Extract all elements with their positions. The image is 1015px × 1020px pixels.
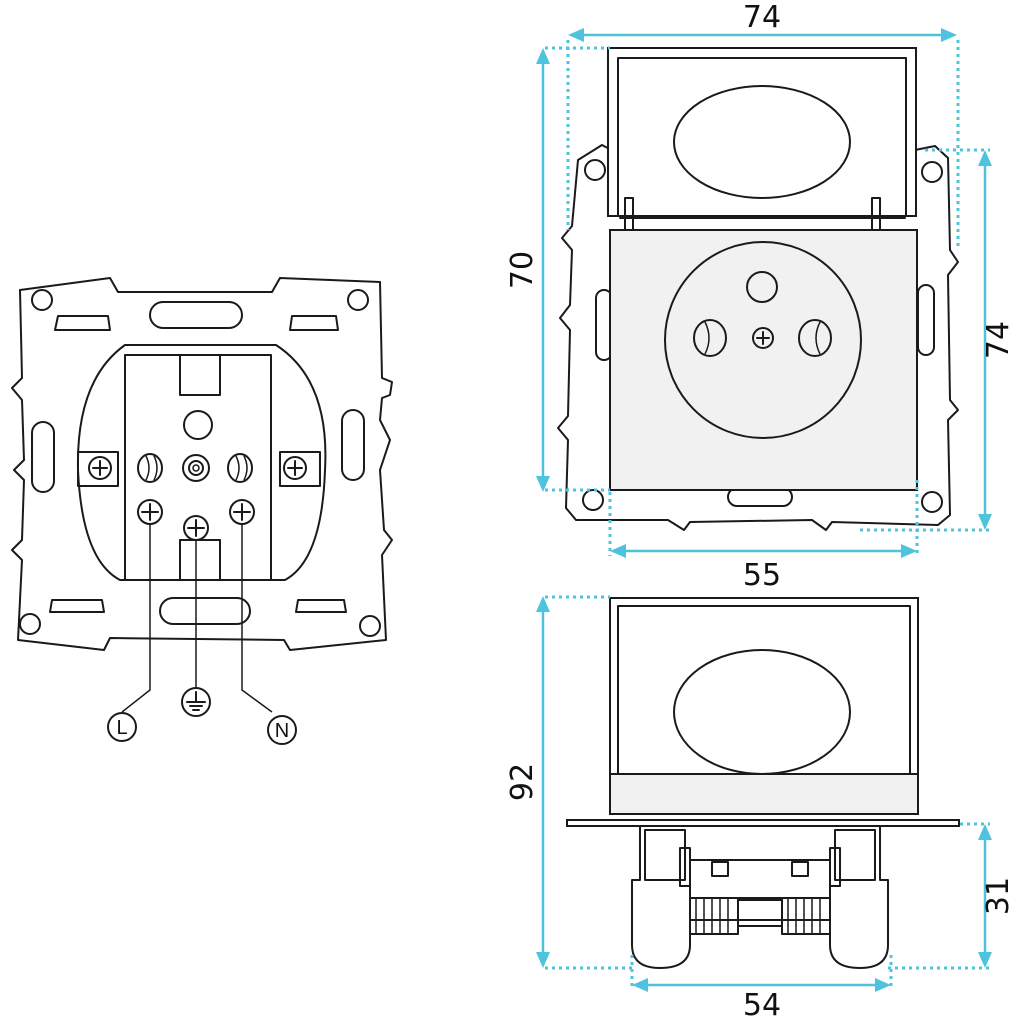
earth-pin	[746, 271, 778, 303]
earth-ground-icon	[181, 687, 211, 717]
open-lid	[607, 47, 917, 217]
side-bracket	[279, 451, 321, 487]
line-terminal-label: L	[116, 717, 127, 739]
dim-base-width-label: 54	[743, 988, 781, 1020]
mechanism-body	[631, 825, 889, 969]
wiring-back-view: L N	[11, 277, 393, 745]
pin-hole	[183, 410, 213, 440]
terminal-screw-right	[781, 897, 831, 935]
frame-hole	[582, 489, 604, 511]
frame-slot	[295, 599, 347, 613]
frame-hole	[584, 159, 606, 181]
dim-top-height-label: 70	[505, 251, 540, 289]
lid-window	[673, 85, 851, 199]
frame-hole	[347, 289, 369, 311]
mounting-frame	[11, 277, 393, 651]
inner-block	[124, 354, 272, 581]
line-wire	[121, 524, 151, 713]
frame-oval-slot	[149, 301, 243, 329]
neutral-terminal-label: N	[275, 720, 289, 742]
terminal-head	[137, 453, 163, 483]
frame-slot	[289, 315, 339, 331]
screw-icon	[283, 456, 307, 480]
mechanism-clip	[829, 847, 841, 887]
dimension-lines	[536, 28, 992, 992]
neutral-terminal-marker	[267, 715, 297, 745]
socket-hole-right	[798, 319, 832, 357]
terminal-middle	[737, 899, 783, 927]
line-terminal-marker	[107, 712, 137, 742]
top-notch	[179, 354, 221, 396]
dim-side-height-label: 92	[505, 763, 540, 801]
front-frame	[557, 144, 959, 531]
frame-hole	[921, 161, 943, 183]
frame-oval-slot	[31, 421, 55, 493]
front-view	[557, 47, 959, 531]
socket-hole-left	[693, 319, 727, 357]
frame-slot	[54, 315, 111, 331]
side-plate	[566, 819, 960, 827]
mechanism-clip	[679, 847, 691, 887]
side-bracket	[77, 451, 119, 487]
terminal-screw-left	[689, 897, 739, 935]
neutral-wire	[241, 524, 273, 713]
terminal-head	[227, 453, 253, 483]
mechanism-bracket	[834, 829, 876, 881]
dim-depth-label: 31	[981, 877, 1015, 915]
mechanism-tab	[791, 861, 809, 877]
lid-inner	[617, 57, 907, 217]
frame-slot	[49, 599, 105, 613]
terminal-head	[182, 454, 210, 482]
frame-hole	[31, 289, 53, 311]
side-view	[566, 597, 960, 969]
frame-oval-slot	[917, 284, 935, 356]
dim-bottom-width-label: 55	[743, 558, 781, 593]
screw-icon	[183, 515, 209, 541]
frame-oval-slot	[159, 597, 251, 625]
frame-hole	[359, 615, 381, 637]
frame-hole	[19, 613, 41, 635]
screw-icon	[137, 499, 163, 525]
side-lid-band	[609, 773, 919, 815]
screw-icon	[752, 327, 774, 349]
mechanism-bracket	[644, 829, 686, 881]
frame-oval-slot	[341, 409, 365, 481]
dim-top-width-label: 74	[743, 0, 781, 35]
mechanism-tab	[711, 861, 729, 877]
frame-hole	[921, 491, 943, 513]
screw-icon	[229, 499, 255, 525]
dim-right-height-label: 74	[981, 321, 1015, 359]
screw-icon	[88, 456, 112, 480]
